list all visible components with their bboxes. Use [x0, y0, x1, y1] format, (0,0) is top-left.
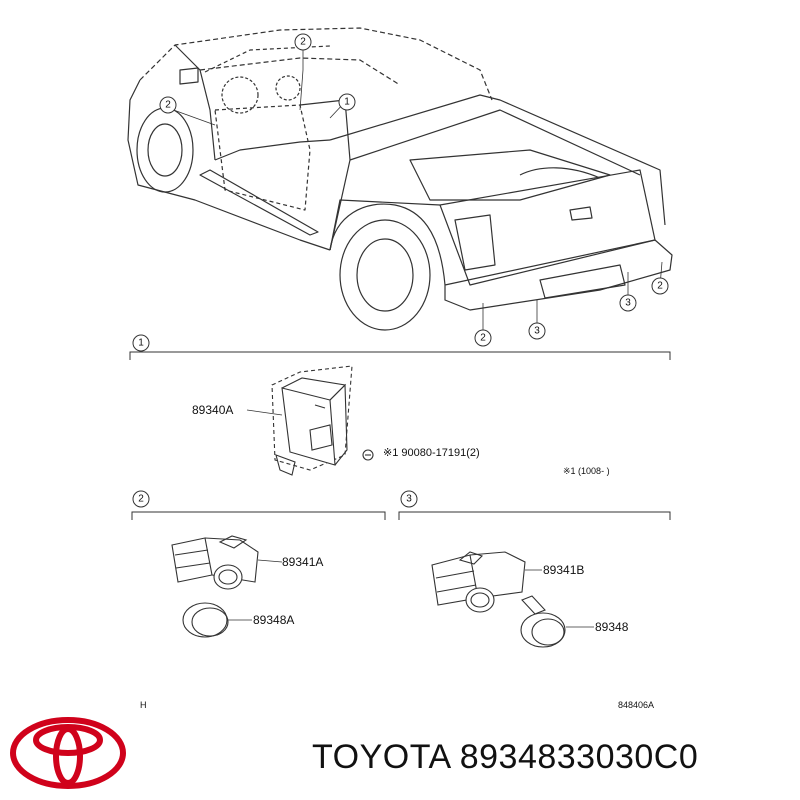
callout-3-rear-right: 3 — [619, 294, 637, 312]
callout-2-top: 2 — [294, 33, 312, 51]
section-2: 2 89341A 89348A — [131, 490, 386, 638]
part-label-89348: 89348 — [595, 620, 629, 634]
part-label-89348a: 89348A — [253, 613, 294, 627]
footer-mark: H — [140, 700, 147, 710]
truck-illustration — [127, 27, 673, 337]
callout-3-rear-left: 3 — [528, 322, 546, 340]
callout-label: 2 — [165, 100, 171, 111]
section-1: 1 89340A ※1 90080-17191(2) ※1 (1008- ) — [129, 334, 671, 476]
section-number: 1 — [138, 338, 144, 349]
bolt-note: ※1 (1008- ) — [563, 466, 610, 476]
diagram-reference-code: 848406A — [618, 700, 654, 710]
callout-2-rear-left: 2 — [474, 329, 492, 347]
callout-1-cab: 1 — [338, 93, 356, 111]
sensor-89341a — [171, 535, 283, 590]
part-label-bolt: ※1 90080-17191(2) — [383, 447, 480, 459]
callout-2-front: 2 — [159, 96, 177, 114]
section-3: 3 89341B 89348 — [398, 490, 671, 648]
callout-label: 2 — [300, 37, 306, 48]
part-label-89341a: 89341A — [282, 555, 323, 569]
truck-callouts: 2 2 1 2 3 3 2 — [159, 33, 669, 347]
toyota-logo-icon — [10, 717, 126, 789]
callout-label: 3 — [534, 326, 540, 337]
callout-label: 2 — [480, 333, 486, 344]
retainer-89348 — [520, 595, 594, 648]
parking-assist-computer — [246, 365, 374, 476]
callout-label: 3 — [625, 298, 631, 309]
part-label-89340a: 89340A — [192, 403, 233, 417]
part-label-89341b: 89341B — [543, 563, 584, 577]
brand-part-number: TOYOTA 8934833030C0 — [312, 738, 699, 776]
retainer-89348a — [182, 602, 252, 638]
callout-label: 1 — [344, 97, 350, 108]
callout-2-rear-right: 2 — [651, 277, 669, 295]
section-number: 3 — [406, 494, 412, 505]
callout-label: 2 — [657, 281, 663, 292]
sensor-89341b — [431, 551, 542, 613]
section-number: 2 — [138, 494, 144, 505]
